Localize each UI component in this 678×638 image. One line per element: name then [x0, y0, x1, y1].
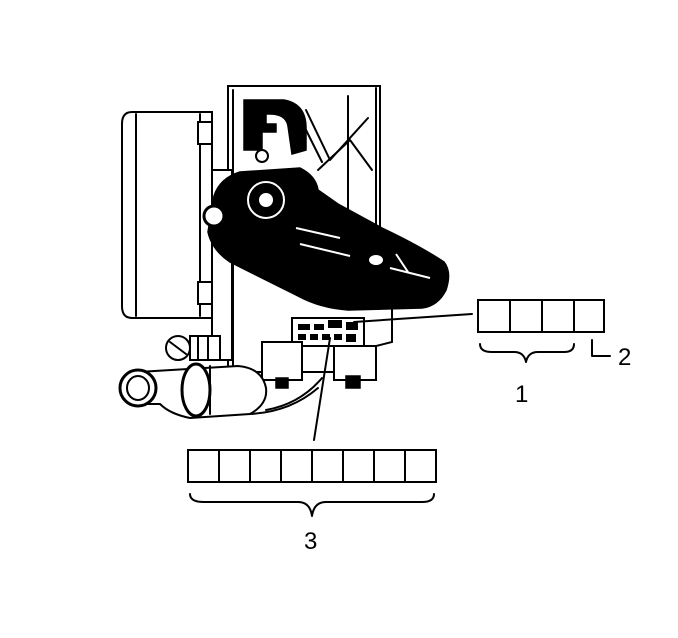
code-plate [291, 317, 365, 347]
code-field-1 [477, 299, 575, 333]
callout-label-3: 3 [304, 528, 317, 555]
code-box [311, 449, 344, 483]
code-box [187, 449, 220, 483]
leader-line-bottom [313, 337, 331, 441]
code-box [373, 449, 406, 483]
callout-label-2: 2 [618, 344, 631, 371]
code-box [280, 449, 313, 483]
inlet-pipe [118, 362, 323, 420]
leader-line-top [353, 313, 473, 323]
code-box [477, 299, 511, 333]
component-body [118, 85, 450, 420]
code-box [342, 449, 375, 483]
adjust-screw [165, 335, 221, 361]
brace-3 [189, 493, 435, 517]
code-box [404, 449, 437, 483]
code-box [573, 299, 605, 333]
code-field-3 [187, 449, 437, 483]
code-box [541, 299, 575, 333]
callout-label-1: 1 [515, 381, 528, 408]
lower-block [261, 341, 377, 389]
leader-lines [313, 313, 473, 441]
bracket-2 [591, 339, 611, 357]
actuator-arm [202, 167, 450, 311]
brace-1 [479, 343, 575, 363]
left-cover [121, 111, 213, 319]
hook-lever [243, 99, 307, 163]
code-field-2 [573, 299, 605, 333]
code-box [218, 449, 251, 483]
code-box [249, 449, 282, 483]
code-box [509, 299, 543, 333]
